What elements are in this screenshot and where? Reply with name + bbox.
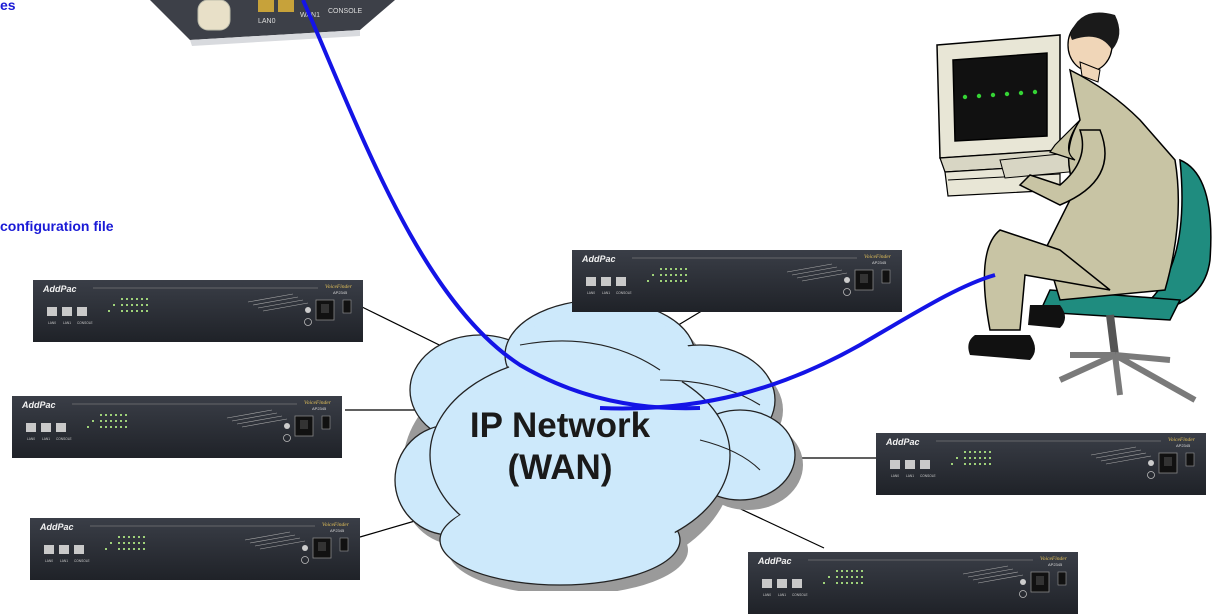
device-port-label: LAN1: [602, 291, 610, 295]
device-front-panel: AddPac VoiceFinder AP2345 LAN0 LAN1 CONS…: [572, 250, 902, 312]
label-config-fragment: configuration file: [0, 218, 114, 234]
device-model: AP2345: [1048, 562, 1063, 567]
device-model: AP2345: [312, 406, 327, 411]
top-device-partial: LAN0 WAN1 CONSOLE: [150, 0, 395, 46]
device-port-label: LAN1: [906, 474, 914, 478]
network-diagram: LAN0 WAN1 CONSOLE: [150, 0, 1212, 591]
device-port-label: LAN0: [48, 321, 56, 325]
device-model-brand: VoiceFinder: [864, 254, 892, 260]
blue-cable-operator: [599, 273, 996, 411]
device-brand: AddPac: [885, 437, 920, 447]
device-model-brand: VoiceFinder: [322, 522, 350, 528]
device-model: AP2345: [1176, 443, 1191, 448]
cloud-label-line1: IP Network: [469, 406, 651, 445]
device-model: AP2345: [333, 290, 348, 295]
voip-gateway-center-top: AddPac VoiceFinder AP2345 LAN0 LAN1 CONS…: [572, 250, 902, 312]
device-port-label: LAN0: [763, 593, 771, 597]
device-port-label: LAN1: [778, 593, 786, 597]
voip-gateway-left-mid: AddPac VoiceFinder AP2345 LAN0 LAN1 CONS…: [12, 396, 342, 458]
top-port-lan0: LAN0: [258, 18, 276, 25]
operator-illustration: [936, 12, 1212, 403]
device-brand: AddPac: [21, 400, 56, 410]
device-model: AP2345: [330, 528, 345, 533]
device-front-panel: AddPac VoiceFinder AP2345 LAN0 LAN1 CONS…: [30, 518, 360, 580]
device-port-label: LAN0: [45, 559, 53, 563]
device-front-panel: AddPac VoiceFinder AP2345 LAN0 LAN1 CONS…: [12, 396, 342, 458]
device-port-label: LAN0: [587, 291, 595, 295]
device-brand: AddPac: [581, 254, 616, 264]
device-port-label: CONSOLE: [56, 437, 72, 441]
device-front-panel: AddPac VoiceFinder AP2345 LAN0 LAN1 CONS…: [33, 280, 363, 342]
device-port-label: CONSOLE: [77, 321, 93, 325]
device-model-brand: VoiceFinder: [1040, 556, 1068, 562]
device-port-label: LAN1: [60, 559, 68, 563]
cloud-label-line2: (WAN): [507, 448, 613, 487]
top-port-console: CONSOLE: [328, 8, 363, 15]
device-port-label: LAN0: [27, 437, 35, 441]
device-model-brand: VoiceFinder: [1168, 437, 1196, 443]
device-model-brand: VoiceFinder: [304, 400, 332, 406]
cloud-label: IP Network (WAN): [420, 405, 700, 489]
link-line-right-bottom: [729, 503, 825, 549]
voip-gateway-left-top: AddPac VoiceFinder AP2345 LAN0 LAN1 CONS…: [33, 280, 363, 342]
blue-cable-top: [301, 0, 701, 411]
device-front-panel: AddPac VoiceFinder AP2345 LAN0 LAN1 CONS…: [748, 552, 1078, 614]
device-port-label: LAN1: [42, 437, 50, 441]
device-port-label: CONSOLE: [792, 593, 808, 597]
device-port-label: CONSOLE: [920, 474, 936, 478]
device-model: AP2345: [872, 260, 887, 265]
device-port-label: CONSOLE: [616, 291, 632, 295]
device-port-label: CONSOLE: [74, 559, 90, 563]
voip-gateway-left-bottom: AddPac VoiceFinder AP2345 LAN0 LAN1 CONS…: [30, 518, 360, 580]
device-port-label: LAN1: [63, 321, 71, 325]
device-front-panel: AddPac VoiceFinder AP2345 LAN0 LAN1 CONS…: [876, 433, 1206, 495]
voip-gateway-right-bottom: AddPac VoiceFinder AP2345 LAN0 LAN1 CONS…: [748, 552, 1078, 614]
device-port-label: LAN0: [891, 474, 899, 478]
voip-gateway-right-mid: AddPac VoiceFinder AP2345 LAN0 LAN1 CONS…: [876, 433, 1206, 495]
label-top-fragment: es: [0, 0, 16, 13]
device-brand: AddPac: [757, 556, 792, 566]
device-brand: AddPac: [39, 522, 74, 532]
device-model-brand: VoiceFinder: [325, 284, 353, 290]
device-brand: AddPac: [42, 284, 77, 294]
